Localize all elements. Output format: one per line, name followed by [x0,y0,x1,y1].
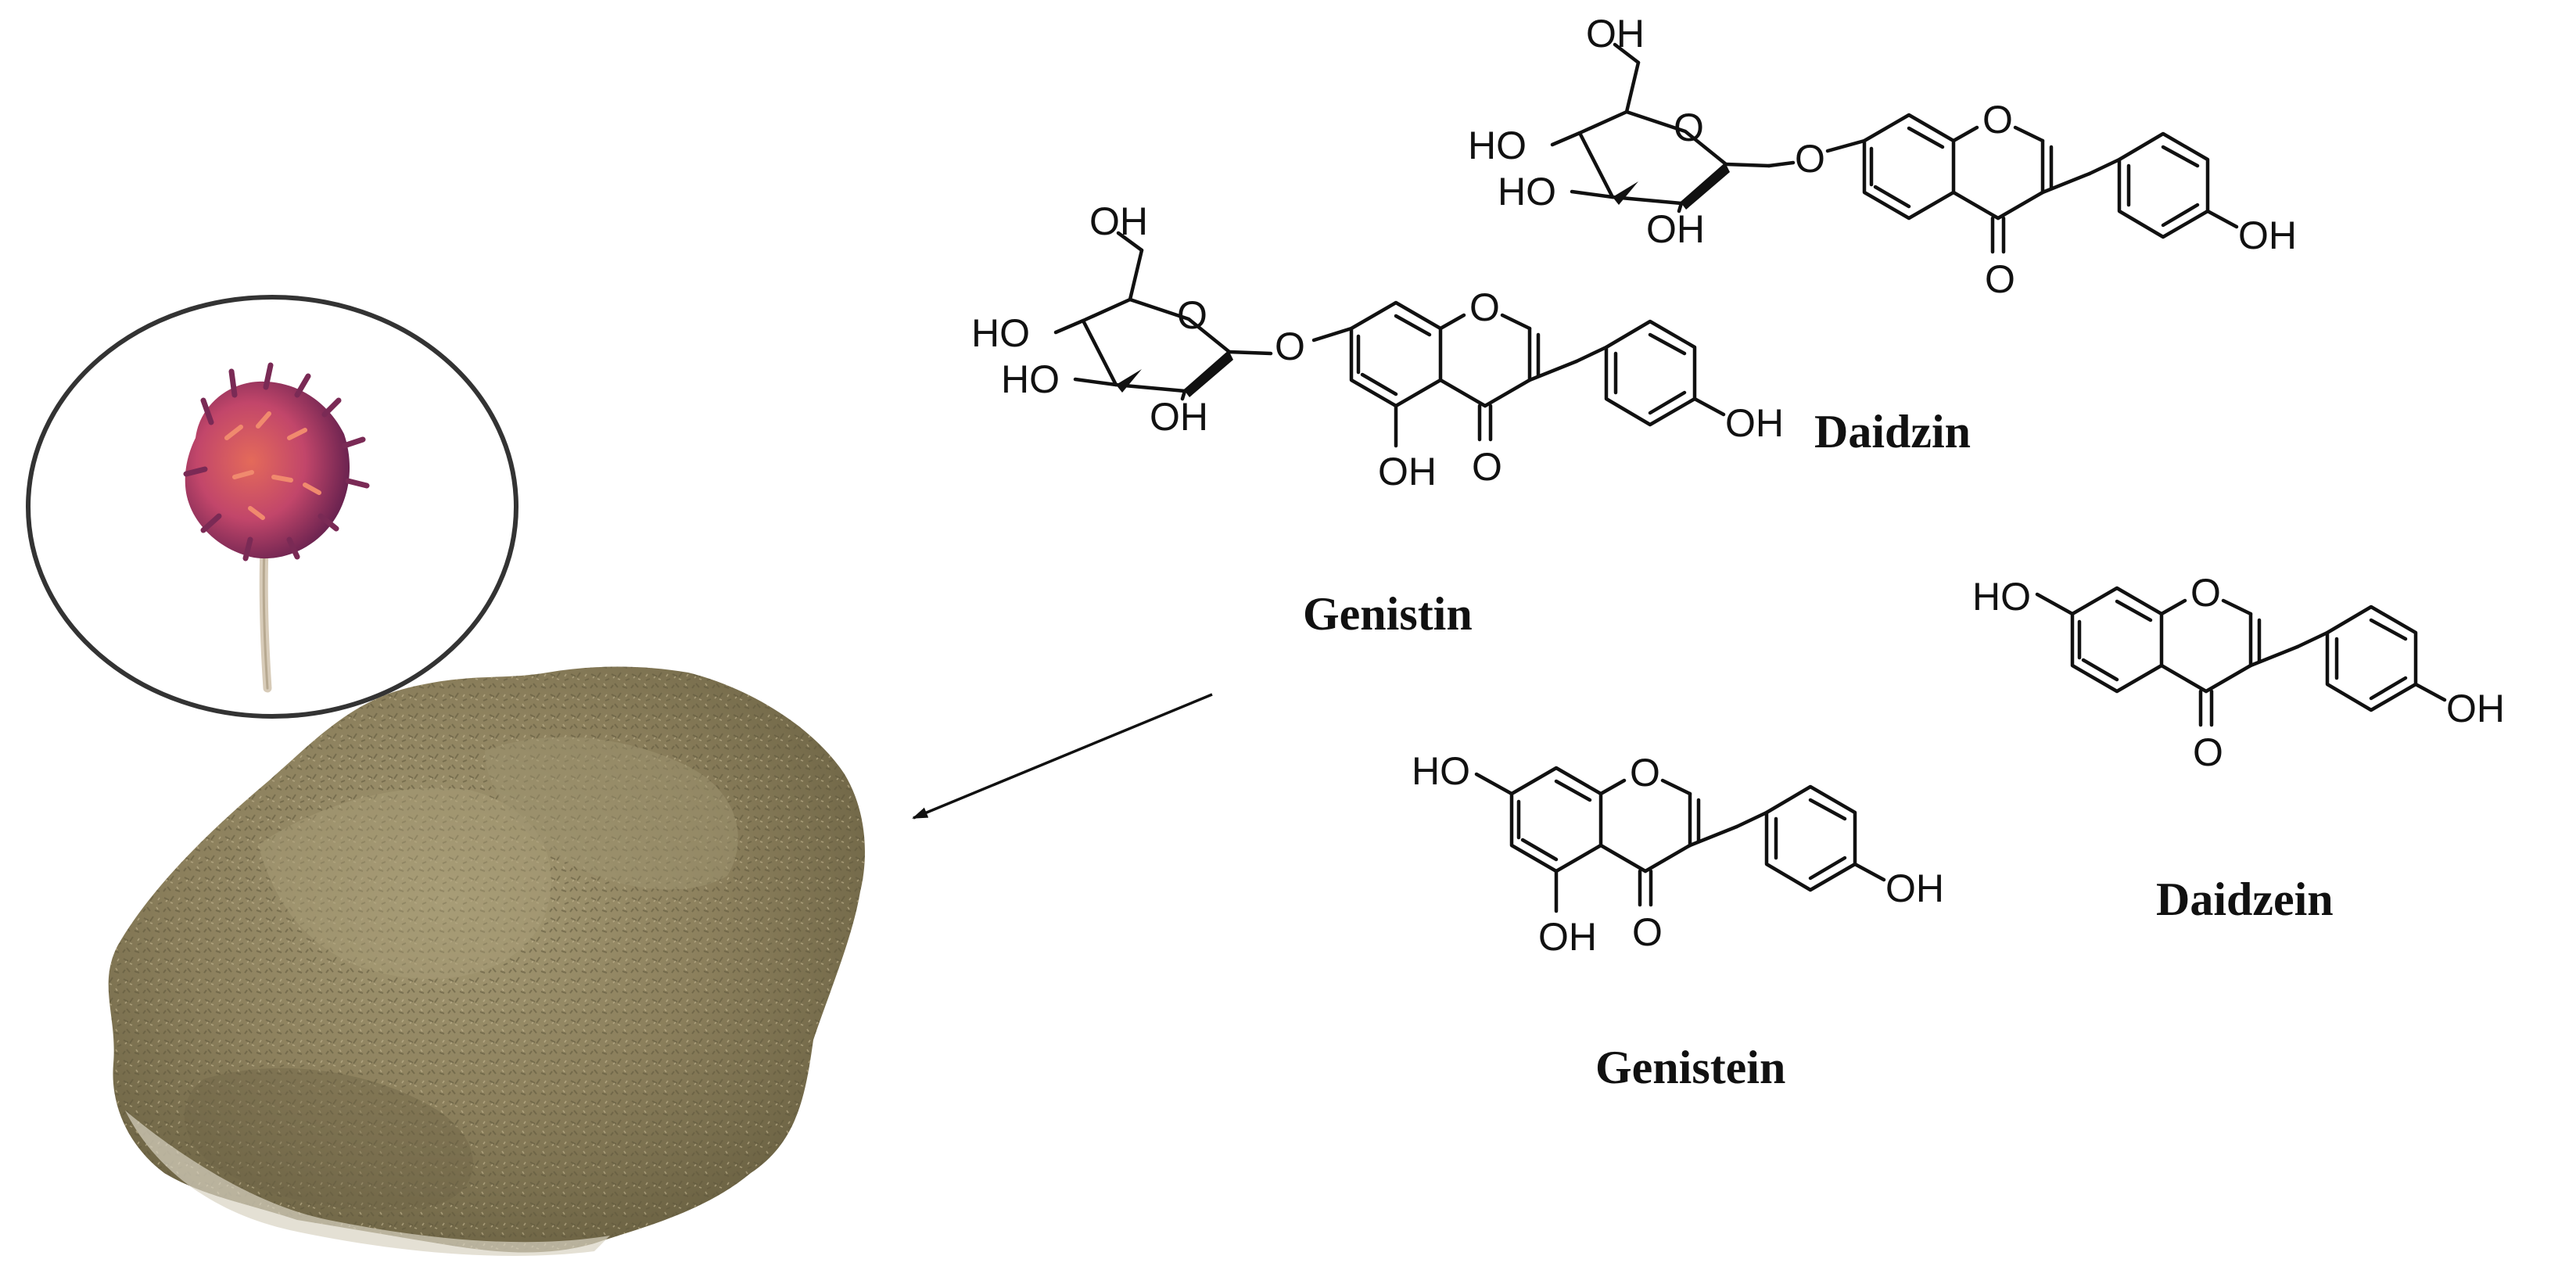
genistin-label: Genistin [1303,588,1473,640]
daidzin-structure [1550,42,2239,254]
arrow [912,693,1213,820]
daidzin-oh-bottom: OH [1646,207,1705,251]
genistin-ho-lower: HO [1001,357,1060,401]
genistin-oh-phenyl: OH [1725,401,1784,445]
genistein-label: Genistein [1595,1042,1785,1093]
genistin-oh-top: OH [1089,199,1148,243]
daidzin-keto-o: O [1985,257,2015,301]
genistein-ho: HO [1412,749,1470,793]
genistein-keto-o: O [1632,910,1663,954]
daidzin-ho-lower: HO [1498,170,1556,213]
genistin-keto-o: O [1472,445,1502,489]
genistein-oh-5: OH [1538,915,1597,959]
daidzin-ring-o: O [1674,106,1704,149]
genistin-structure [1053,231,1726,448]
genistein-structure [1474,766,1886,913]
genistin-ho-left: HO [971,311,1030,355]
daidzein-oh-phenyl: OH [2446,687,2505,730]
daidzein-chromone-o: O [2190,571,2221,615]
daidzin-oh-top: OH [1586,12,1645,56]
genistein-oh-phenyl: OH [1885,866,1944,910]
genistin-chromone-o: O [1469,285,1500,329]
genistein-chromone-o: O [1630,751,1660,795]
daidzin-chromone-o: O [1982,98,2013,142]
daidzein-keto-o: O [2193,730,2223,774]
daidzein-ho: HO [1972,575,2031,619]
daidzin-oh-phenyl: OH [2238,213,2297,257]
genistin-oh-bottom: OH [1150,395,1208,439]
daidzin-label: Daidzin [1814,406,1971,457]
daidzein-label: Daidzein [2156,874,2334,925]
genistin-oh-5: OH [1378,450,1437,493]
red-clover-powder-photo [108,666,865,1256]
daidzin-ho-left: HO [1468,124,1527,167]
daidzein-structure [2035,586,2447,727]
genistin-ring-o: O [1177,293,1207,337]
daidzin-glycosidic-o: O [1795,137,1825,181]
red-clover-flower-inset [26,295,518,719]
genistin-glycosidic-o: O [1275,325,1305,368]
